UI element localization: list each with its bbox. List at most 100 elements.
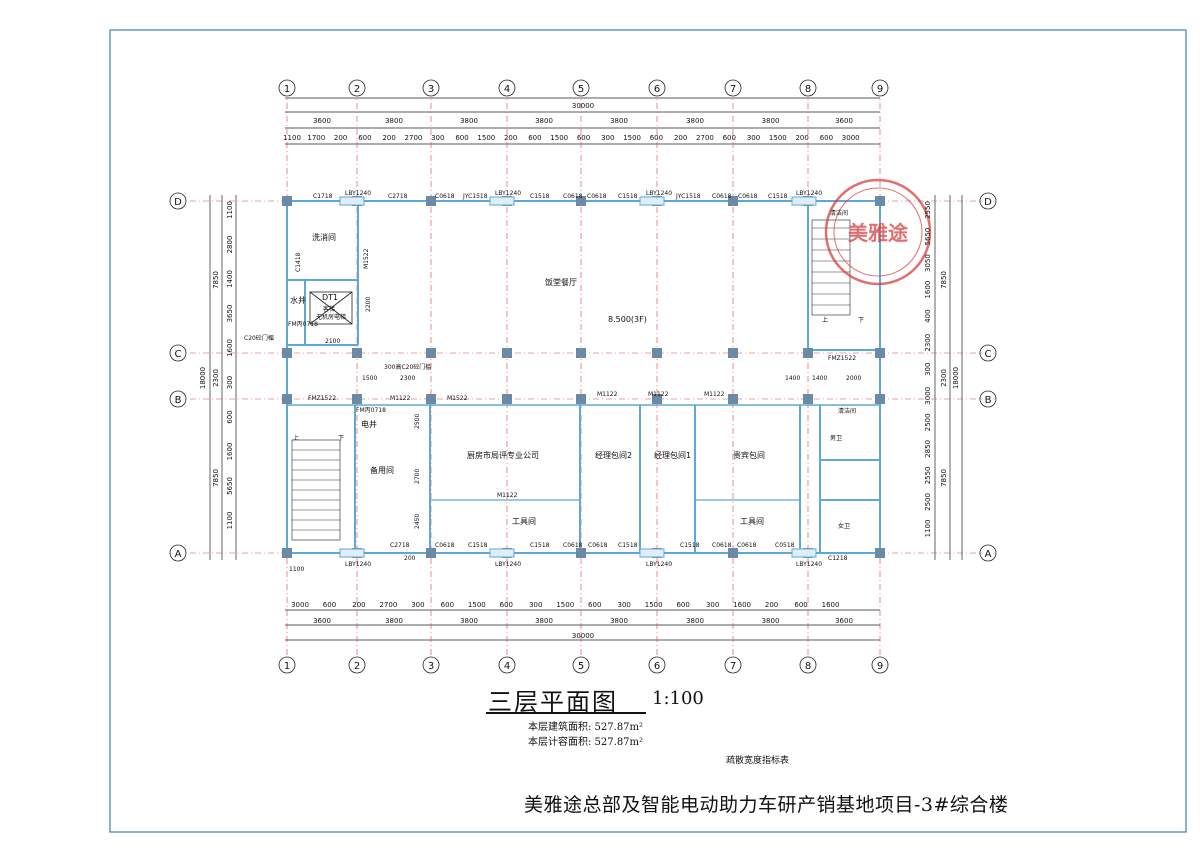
room-private-2: 经理包间2 bbox=[595, 450, 632, 460]
dimension-label: 300 bbox=[411, 601, 424, 609]
dimension-label: 2700 bbox=[380, 601, 398, 609]
svg-text:6: 6 bbox=[654, 84, 660, 95]
tag-m1522-b: M1522 bbox=[447, 395, 468, 402]
tag-m1122-b2: M1122 bbox=[597, 391, 618, 398]
dimension-label: 3800 bbox=[762, 117, 780, 125]
axis-bubble-row: C bbox=[979, 344, 997, 362]
dimension-label: 300 bbox=[747, 134, 760, 142]
room-kitchen: 厨房市局评专业公司 bbox=[467, 450, 539, 460]
svg-text:5: 5 bbox=[578, 661, 584, 672]
axis-lines bbox=[190, 90, 980, 655]
dimension-label: 3600 bbox=[835, 617, 853, 625]
structural-column bbox=[728, 394, 738, 404]
svg-text:A: A bbox=[175, 549, 182, 560]
tag-c0618-d2: C0618 bbox=[563, 193, 583, 200]
elevator-label: DT1 bbox=[322, 293, 338, 302]
axis-bubble-col: 8 bbox=[799, 79, 817, 97]
dim-2700: 2700 bbox=[414, 469, 421, 484]
dimension-label: 300 bbox=[226, 376, 234, 389]
dim-2500: 2500 bbox=[414, 414, 421, 429]
dimension-label: 600 bbox=[441, 601, 454, 609]
dimension-label: 2850 bbox=[924, 440, 932, 458]
dimension-label: 3800 bbox=[686, 117, 704, 125]
axis-bubble-col: 7 bbox=[724, 656, 742, 674]
room-female-wc: 女卫 bbox=[838, 522, 850, 530]
dim-2450: 2450 bbox=[414, 514, 421, 529]
window-lby bbox=[339, 196, 365, 206]
room-wash: 洗消间 bbox=[312, 232, 336, 242]
dimension-label: 300 bbox=[924, 363, 932, 376]
tag-fmb0718-b: FM丙0718 bbox=[356, 407, 386, 414]
dimension-label: 3600 bbox=[313, 617, 331, 625]
dimension-label: 200 bbox=[334, 134, 347, 142]
tag-c1518-a2: C1518 bbox=[530, 542, 550, 549]
axis-bubble-row: A bbox=[169, 544, 187, 562]
title-underline bbox=[486, 712, 646, 714]
tag-c0618-a3: C0618 bbox=[588, 542, 608, 549]
structural-column bbox=[282, 196, 292, 206]
window-lby bbox=[339, 548, 365, 558]
dimension-label: 200 bbox=[795, 134, 808, 142]
dimension-label: 1500 bbox=[550, 134, 568, 142]
svg-text:2: 2 bbox=[354, 661, 360, 672]
dimension-label: 2300 bbox=[924, 334, 932, 352]
dimension-label: 3800 bbox=[686, 617, 704, 625]
dimension-label: 2550 bbox=[924, 466, 932, 484]
dim-2200: 2200 bbox=[365, 297, 372, 312]
dimension-label: 600 bbox=[226, 410, 234, 423]
axis-bubble-col: 4 bbox=[498, 79, 516, 97]
tag-c2718: C2718 bbox=[388, 193, 408, 200]
dimension-label: 600 bbox=[650, 134, 663, 142]
structural-column bbox=[426, 548, 436, 558]
tag-c1518-d: C1518 bbox=[530, 193, 550, 200]
tag-m1122-b1: M1122 bbox=[390, 395, 411, 402]
axis-bubble-col: 1 bbox=[278, 656, 296, 674]
tag-lby1240-a2: LBY1240 bbox=[495, 561, 521, 568]
axis-bubble-col: 3 bbox=[422, 79, 440, 97]
dimension-label: 600 bbox=[820, 134, 833, 142]
tag-lby1240-a4: LBY1240 bbox=[796, 561, 822, 568]
dimension-label: 1500 bbox=[477, 134, 495, 142]
room-electric-shaft: 电井 bbox=[361, 419, 377, 429]
dimension-label: 3600 bbox=[835, 117, 853, 125]
axis-bubble-row: D bbox=[979, 192, 997, 210]
dimension-label: 1100 bbox=[924, 520, 932, 538]
svg-text:D: D bbox=[174, 197, 182, 208]
tag-fmb0718-c: FM丙0718 bbox=[288, 321, 318, 328]
dimension-label: 200 bbox=[765, 601, 778, 609]
tag-m1122-b4: M1122 bbox=[704, 391, 725, 398]
tag-c0618-d5: C0618 bbox=[738, 193, 758, 200]
dimension-label: 600 bbox=[723, 134, 736, 142]
dimension-label: 18000 bbox=[199, 367, 207, 389]
stamp-text: 美雅途 bbox=[848, 221, 909, 245]
dimension-label: 1500 bbox=[769, 134, 787, 142]
dimension-label: 3800 bbox=[535, 117, 553, 125]
structural-column bbox=[576, 348, 586, 358]
structural-column bbox=[576, 548, 586, 558]
top-dimensions bbox=[209, 97, 963, 641]
dim-2000: 2000 bbox=[846, 375, 861, 382]
dimension-label: 600 bbox=[358, 134, 371, 142]
tag-c0618-d: C0618 bbox=[435, 193, 455, 200]
dimension-label: 3800 bbox=[460, 617, 478, 625]
tag-c1518-d3: C1518 bbox=[768, 193, 788, 200]
calc-area: 本层计容面积: 527.87m² bbox=[528, 737, 644, 748]
svg-text:D: D bbox=[984, 197, 992, 208]
dimension-label: 200 bbox=[352, 601, 365, 609]
structural-column bbox=[875, 348, 885, 358]
approval-stamp: 美雅途 bbox=[824, 178, 932, 286]
structural-column bbox=[803, 394, 813, 404]
structural-column bbox=[728, 348, 738, 358]
svg-text:6: 6 bbox=[654, 661, 660, 672]
dimension-label: 3800 bbox=[610, 117, 628, 125]
structural-column bbox=[282, 548, 292, 558]
tag-c0618-d4: C0618 bbox=[712, 193, 732, 200]
dimension-label: 3000 bbox=[924, 387, 932, 405]
axis-bubble-col: 1 bbox=[278, 79, 296, 97]
dimension-label: 1100 bbox=[226, 201, 234, 219]
dimension-label: 300 bbox=[529, 601, 542, 609]
svg-text:3: 3 bbox=[428, 84, 434, 95]
tag-c0618-a2: C0618 bbox=[563, 542, 583, 549]
